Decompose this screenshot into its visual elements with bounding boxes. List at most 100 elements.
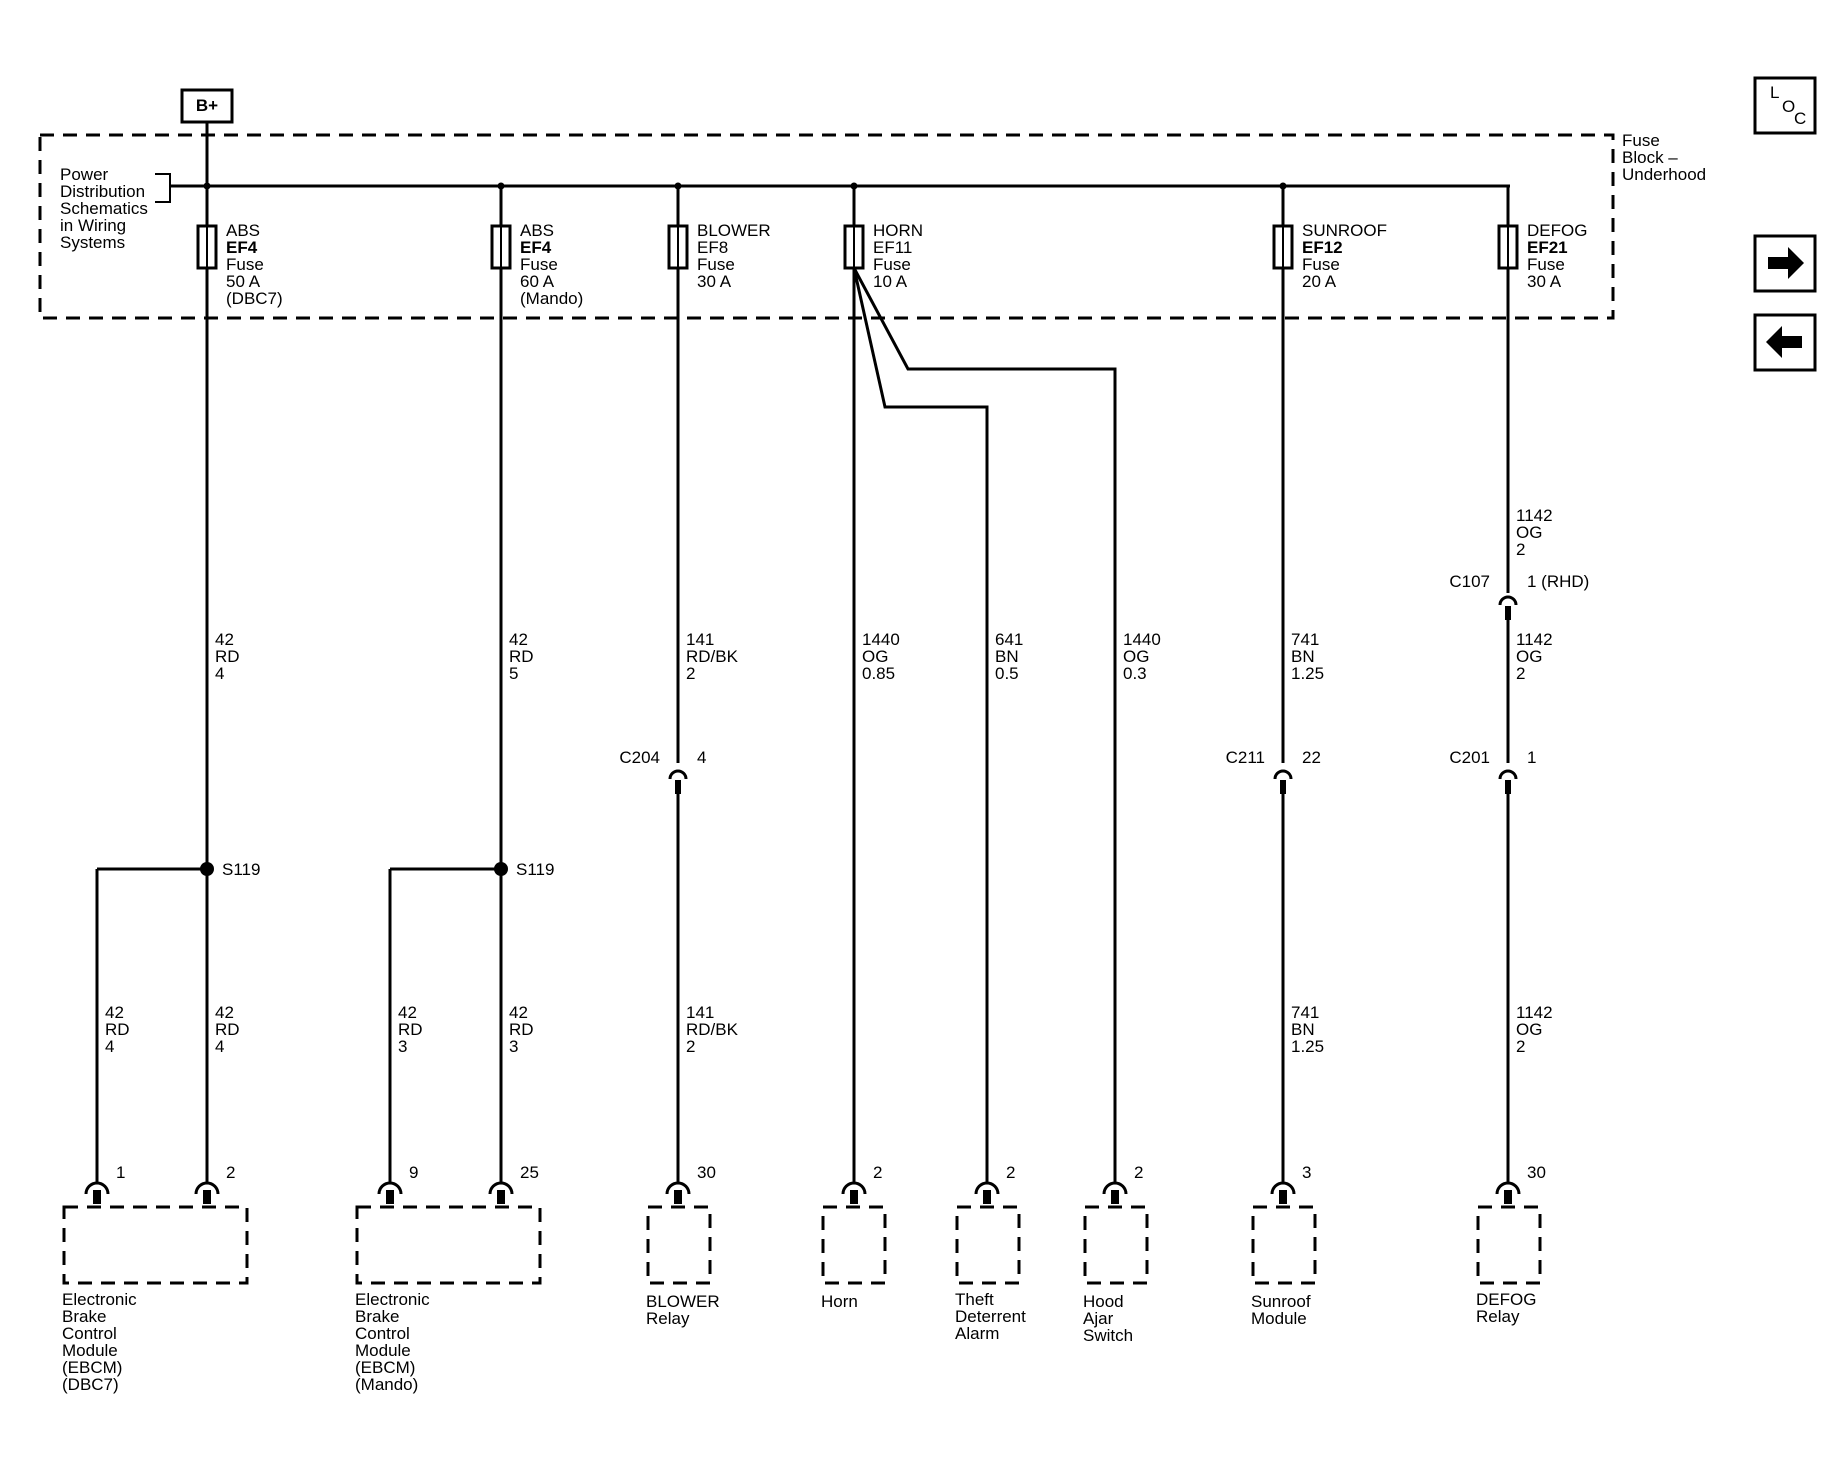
loc-letter: O [1782,97,1795,116]
wire-label-line: OG [1516,523,1542,542]
fuse-block-label-line: Block – [1622,148,1678,167]
connector-pin [1505,780,1511,794]
fuse-block-outline [38,133,1615,320]
splice-s119-dbc7 [200,862,214,876]
wire-label-line: 1.25 [1291,664,1324,683]
reference-line: Schematics [60,199,148,218]
wire-label: 1440 OG 0.3 [1123,630,1161,683]
connector-pin [675,780,681,794]
wire-label: 42 RD 5 [509,630,534,683]
wire-label-line: 1.25 [1291,1037,1324,1056]
component-label: (EBCM) [355,1358,415,1377]
arrow-left-icon [1766,326,1802,358]
fuse-label: HORN [873,221,923,240]
wire-label-line: RD [215,1020,240,1039]
wire-label-line: 1142 [1516,506,1553,525]
fuse-label: BLOWER [697,221,771,240]
fuse-abs-dbc7: ABS EF4 Fuse 50 A (DBC7) [196,186,283,308]
fuse-label: 60 A [520,272,555,291]
terminal: 3 [1270,1163,1311,1204]
fuse-label: EF12 [1302,238,1343,257]
wire-label-line: RD/BK [686,647,739,666]
terminal-pin-label: 25 [520,1163,539,1182]
connector-cap [668,769,688,780]
wire-label: 42 RD 3 [398,1003,423,1056]
wire-label: 42 RD 4 [105,1003,130,1056]
arrow-right-icon [1768,247,1804,279]
component-box [1251,1205,1317,1285]
component-label: Electronic [355,1290,430,1309]
connector-pin-label: 22 [1302,748,1321,767]
wire-labels: 42 RD 4 42 RD 5 141 RD/BK 2 1440 OG 0.85… [105,506,1553,1056]
component-box [1476,1205,1542,1285]
wire-label: 1142 OG 2 [1516,506,1553,559]
wire-label-line: 2 [1516,540,1525,559]
terminal-pin-label: 30 [1527,1163,1546,1182]
fuse-label: 30 A [697,272,732,291]
fuse-label: ABS [226,221,260,240]
terminal: 30 [665,1163,716,1204]
wire-label: 42 RD 4 [215,630,240,683]
fuse-label: (Mando) [520,289,583,308]
component-label: (DBC7) [62,1375,119,1394]
wire-label-line: RD [509,1020,534,1039]
component-label: Theft [955,1290,994,1309]
component-box [62,1205,249,1285]
terminal-pin-label: 2 [1006,1163,1015,1182]
component-label: Deterrent [955,1307,1026,1326]
fuse-sunroof: SUNROOF EF12 Fuse 20 A [1272,186,1387,291]
wire-label: 1440 OG 0.85 [862,630,900,683]
terminal: 2 [974,1163,1015,1204]
wire-label: 741 BN 1.25 [1291,1003,1324,1056]
component-terminals: 1 2 9 25 30 2 2 2 3 30 [84,1163,1546,1204]
component-hood-ajar-switch: Hood Ajar Switch [1083,1205,1149,1345]
reference-line: Systems [60,233,125,252]
wire-label-line: 4 [215,664,224,683]
wire-label-line: OG [1516,1020,1542,1039]
wire-label-line: 741 [1291,630,1319,649]
circuit-wires [95,267,1510,1183]
next-page-button[interactable] [1753,234,1817,293]
component-label: Module [355,1341,411,1360]
terminal-pin-label: 2 [226,1163,235,1182]
wire-label: 1142 OG 2 [1516,630,1553,683]
fuse-label: Fuse [1302,255,1340,274]
loc-letter: L [1770,83,1779,102]
fuse-label: Fuse [697,255,735,274]
terminal-pin-label: 30 [697,1163,716,1182]
wire-label: 1142 OG 2 [1516,1003,1553,1056]
wire-label-line: 2 [1516,1037,1525,1056]
wire-label-line: 42 [398,1003,417,1022]
wire-hood-ajar [852,267,1117,1183]
wire-label-line: 3 [509,1037,518,1056]
component-label: Control [62,1324,117,1343]
reference-line: Distribution [60,182,145,201]
wire-label-line: 2 [686,1037,695,1056]
component-ebcm-dbc7: Electronic Brake Control Module (EBCM) (… [62,1205,249,1394]
connector-c204: C204 4 [619,748,706,794]
component-label: (EBCM) [62,1358,122,1377]
loc-button-frame[interactable] [1753,76,1817,135]
component-horn: Horn [821,1205,887,1311]
connector-cap [1273,769,1293,780]
loc-button[interactable]: L O C [1753,76,1817,135]
terminal: 2 [841,1163,882,1204]
component-label: Brake [62,1307,106,1326]
wire-label-line: BN [1291,1020,1315,1039]
wire-label-line: 2 [686,664,695,683]
connector-cap [1498,595,1518,606]
loc-letter: C [1794,109,1806,128]
component-label: Alarm [955,1324,999,1343]
fuse-blower: BLOWER EF8 Fuse 30 A [667,186,771,291]
fuse-label: Fuse [226,255,264,274]
connector-cap [1498,769,1518,780]
component-label: Electronic [62,1290,137,1309]
wire-label-line: 741 [1291,1003,1319,1022]
terminal: 25 [488,1163,539,1204]
connector-c211: C211 22 [1226,748,1321,794]
component-box [646,1205,712,1285]
connector-name: C107 [1449,572,1490,591]
prev-page-button[interactable] [1753,313,1817,372]
b-plus-label: B+ [196,96,218,115]
